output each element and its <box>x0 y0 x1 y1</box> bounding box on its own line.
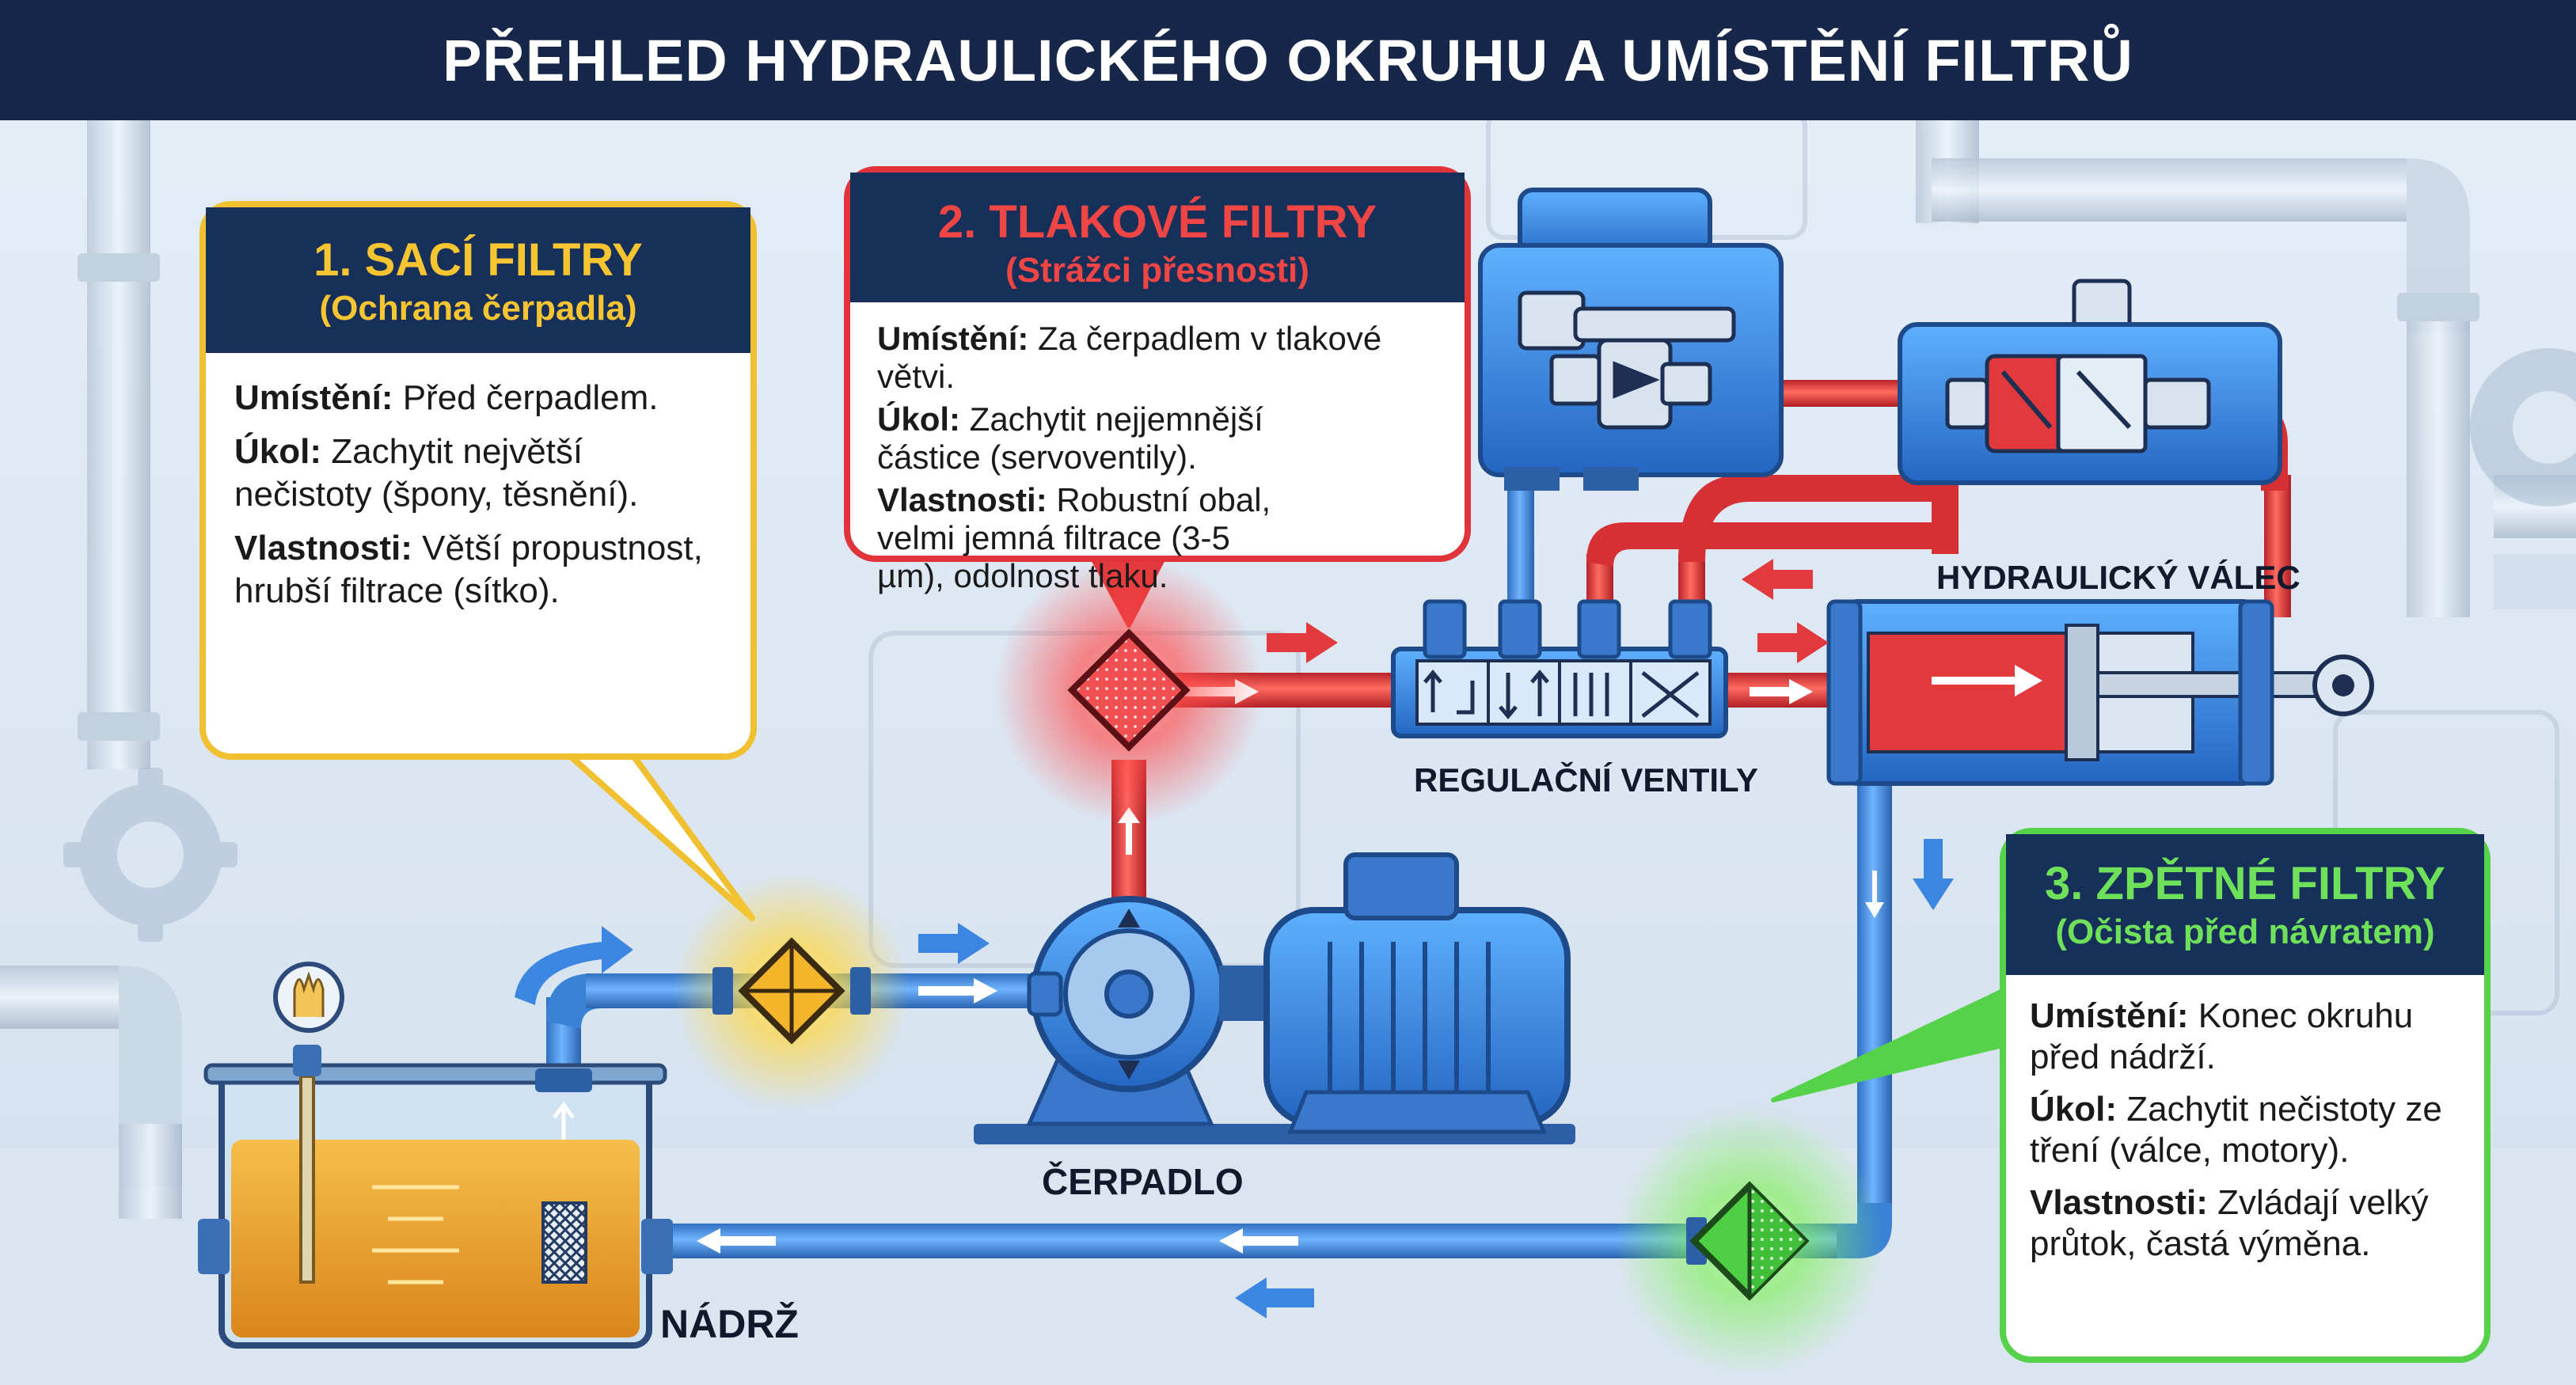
pressure-heading: 2. TLAKOVÉ FILTRY <box>937 196 1377 248</box>
return-props-label: Vlastnosti: <box>2030 1183 2208 1222</box>
suction-task-text: Zachytit největší nečistoty (špony, těsn… <box>234 432 639 514</box>
background-gear-right-icon <box>2470 348 2576 507</box>
return-props-text: Zvládají velký průtok, častá výměna. <box>2030 1183 2429 1263</box>
pressure-task-text: Zachytit nejjemnější částice (servoventi… <box>877 400 1263 476</box>
suction-task-label: Úkol: <box>234 432 321 471</box>
control-valves <box>1391 599 1728 738</box>
return-task-text: Zachytit nečistoty ze tření (válce, moto… <box>2030 1090 2442 1170</box>
suction-task: Úkol: Zachytit největší nečistoty (špony… <box>234 431 722 516</box>
suction-properties: Vlastnosti: Větší propustnost, hrubší fi… <box>234 527 722 613</box>
return-filter-icon <box>1615 1106 1884 1376</box>
suction-heading: 1. SACÍ FILTRY <box>313 234 643 286</box>
pressure-callout-header: 2. TLAKOVÉ FILTRY (Strážci přesnosti) <box>850 173 1465 302</box>
valves-label: REGULAČNÍ VENTILY <box>1414 761 1758 799</box>
return-location: Umístění: Konec okruhu před nádrží. <box>2030 996 2460 1078</box>
suction-filters-callout: 1. SACÍ FILTRY (Ochrana čerpadla) Umístě… <box>199 201 757 760</box>
suction-subheading: (Ochrana čerpadla) <box>319 289 637 328</box>
return-callout-header: 3. ZPĚTNÉ FILTRY (Očista před návratem) <box>2006 834 2484 975</box>
pump-assembly <box>974 852 1575 1144</box>
background-gear-left-icon <box>63 768 237 942</box>
pressure-props-label: Vlastnosti: <box>877 481 1047 518</box>
return-heading: 3. ZPĚTNÉ FILTRY <box>2045 858 2445 909</box>
background-pipes <box>0 120 2576 1219</box>
pressure-location-text: Za čerpadlem v tlakové větvi. <box>877 320 1382 395</box>
return-location-label: Umístění: <box>2030 996 2189 1035</box>
tank-label: NÁDRŽ <box>660 1302 799 1346</box>
suction-filter-icon <box>673 872 910 1110</box>
pressure-subheading: (Strážci přesnosti) <box>1005 251 1309 290</box>
suction-props-label: Vlastnosti: <box>234 529 412 567</box>
return-filters-callout: 3. ZPĚTNÉ FILTRY (Očista před návratem) … <box>2000 828 2491 1363</box>
pressure-task: Úkol: Zachytit nejjemnější částice (serv… <box>877 400 1320 476</box>
pressure-task-label: Úkol: <box>877 400 960 438</box>
cylinder-label: HYDRAULICKÝ VÁLEC <box>1936 559 2301 596</box>
tank <box>198 962 673 1349</box>
return-properties: Vlastnosti: Zvládají velký průtok, častá… <box>2030 1182 2460 1265</box>
servo-valve-block <box>1478 188 1784 491</box>
suction-location-text: Před čerpadlem. <box>393 378 659 417</box>
suction-location: Umístění: Před čerpadlem. <box>234 377 722 419</box>
suction-location-label: Umístění: <box>234 378 393 417</box>
return-subheading: (Očista před návratem) <box>2055 913 2435 951</box>
suction-callout-body: Umístění: Před čerpadlem. Úkol: Zachytit… <box>206 353 750 613</box>
pressure-callout-body: Umístění: Za čerpadlem v tlakové větvi. … <box>850 302 1465 595</box>
suction-callout-header: 1. SACÍ FILTRY (Ochrana čerpadla) <box>206 207 750 353</box>
pressure-location-label: Umístění: <box>877 320 1029 357</box>
pressure-filter-icon <box>994 556 1263 825</box>
title-bar: PŘEHLED HYDRAULICKÉHO OKRUHU A UMÍSTĚNÍ … <box>0 0 2576 120</box>
return-line <box>633 776 1892 1271</box>
pressure-properties: Vlastnosti: Robustní obal, velmi jemná f… <box>877 481 1273 595</box>
return-task: Úkol: Zachytit nečistoty ze tření (válce… <box>2030 1089 2460 1171</box>
directional-valve-block <box>1898 279 2282 485</box>
return-task-label: Úkol: <box>2030 1090 2117 1129</box>
pressure-filters-callout: 2. TLAKOVÉ FILTRY (Strážci přesnosti) Um… <box>844 166 1471 594</box>
pump-label: ČERPADLO <box>1042 1161 1244 1202</box>
page-title: PŘEHLED HYDRAULICKÉHO OKRUHU A UMÍSTĚNÍ … <box>443 27 2133 93</box>
return-callout-body: Umístění: Konec okruhu před nádrží. Úkol… <box>2006 975 2484 1265</box>
return-location-text: Konec okruhu před nádrží. <box>2030 996 2414 1076</box>
hydraulic-cylinder <box>1826 599 2374 786</box>
pressure-props-text: Robustní obal, velmi jemná filtrace (3-5… <box>877 481 1271 594</box>
pressure-location: Umístění: Za čerpadlem v tlakové větvi. <box>877 320 1438 396</box>
suction-props-text: Větší propustnost, hrubší filtrace (sítk… <box>234 529 703 610</box>
